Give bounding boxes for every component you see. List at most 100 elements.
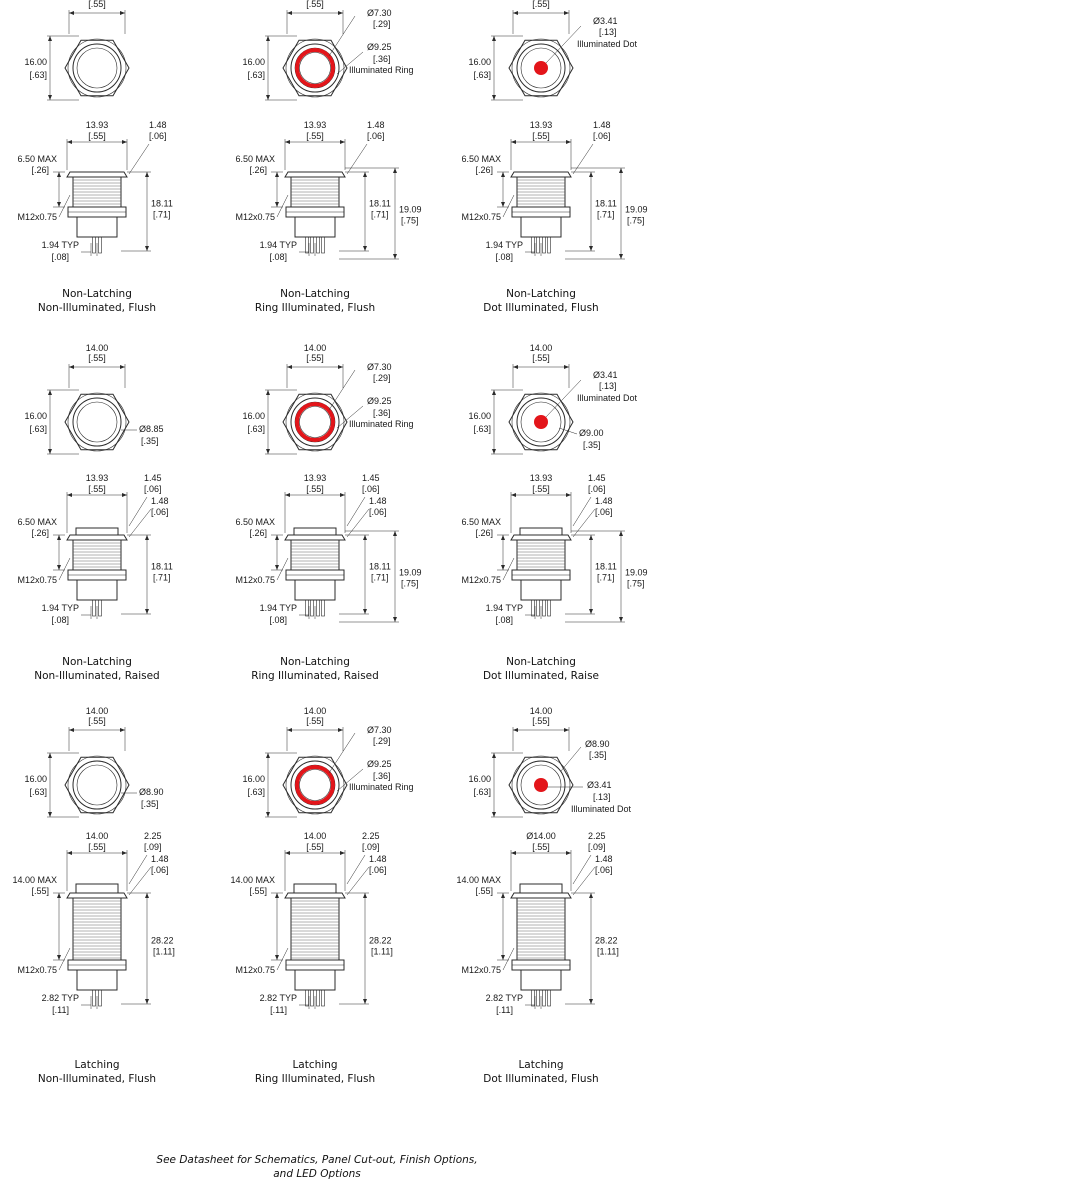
arrowhead xyxy=(67,851,72,855)
arrowhead xyxy=(145,999,149,1004)
side-view-2: 13.93[.55]1.48[.06]6.50 MAX[.26]M12x0.75… xyxy=(235,120,421,314)
hex-nut-outline xyxy=(508,39,574,97)
width-inch-label: [.55] xyxy=(88,353,106,363)
leader-line xyxy=(128,143,150,175)
top-view-5: [.55]14.0016.00[.63]Ø7.30[.29]Ø9.25[.36]… xyxy=(242,343,414,455)
max-label: 6.50 MAX xyxy=(235,154,275,164)
terminal-pin xyxy=(98,989,102,1007)
cap-label: 1.48 xyxy=(149,120,167,130)
diameter-label: Ø3.41 xyxy=(593,16,618,26)
cap-inch-label: [.06] xyxy=(593,131,611,141)
height-label: 18.11 xyxy=(595,199,617,209)
height-label: 18.11 xyxy=(369,562,391,572)
height2-label: 19.09 xyxy=(399,205,422,215)
height-label: 16.00 xyxy=(468,57,491,67)
hex-nut-outline xyxy=(282,39,348,97)
width-inch-label: [.55] xyxy=(306,0,324,9)
pin-inch-label: [.08] xyxy=(495,252,513,262)
width-inch-label: [.55] xyxy=(306,716,324,726)
arrowhead xyxy=(48,753,52,758)
switch-base xyxy=(294,216,336,238)
arrowhead xyxy=(57,955,61,960)
switch-base xyxy=(76,216,118,238)
height-inch-label: [1.11] xyxy=(371,947,393,957)
bezel-circle xyxy=(516,43,566,93)
raise-label: 1.45 xyxy=(588,473,606,483)
arrowhead xyxy=(48,812,52,817)
terminal-pin xyxy=(536,989,540,1007)
height2-inch-label: [.75] xyxy=(401,579,419,589)
terminal-pin xyxy=(305,236,309,254)
arrowhead xyxy=(145,893,149,898)
height-inch-label: [.71] xyxy=(153,573,171,583)
switch-base xyxy=(294,969,336,991)
caption-line-1: Latching xyxy=(74,1059,119,1071)
terminal-pin xyxy=(531,236,535,254)
side-view-9: Ø14.00[.55]2.25[.09]1.48[.06]14.00 MAX[.… xyxy=(456,831,618,1085)
cap-inch-label: [.06] xyxy=(369,507,387,517)
terminal-pin xyxy=(321,989,325,1007)
switch-base xyxy=(76,579,118,601)
bezel-outer-circle xyxy=(511,392,571,452)
width-inch-label: [.55] xyxy=(88,0,106,9)
arrowhead xyxy=(363,172,367,177)
terminal-pin xyxy=(547,236,551,254)
arrowhead xyxy=(120,11,125,15)
hex-nut-outline xyxy=(64,756,130,814)
arrowhead xyxy=(564,728,569,732)
raise-inch-label: [.09] xyxy=(588,842,606,852)
raise-inch-label: [.06] xyxy=(362,484,380,494)
actuator-cap xyxy=(293,527,337,536)
terminal-pin xyxy=(98,236,102,254)
max-inch-label: [.55] xyxy=(475,886,493,896)
top-view-8: [.55]14.0016.00[.63]Ø7.30[.29]Ø9.25[.36]… xyxy=(242,706,414,818)
cap-inch-label: [.06] xyxy=(149,131,167,141)
height-inch-label: [.71] xyxy=(153,210,171,220)
max-inch-label: [.26] xyxy=(249,528,267,538)
bezel-circle xyxy=(72,43,122,93)
leader-line xyxy=(328,15,356,57)
height-inch-label: [.63] xyxy=(247,424,265,434)
arrowhead xyxy=(589,999,593,1004)
width-inch-label: [.55] xyxy=(88,484,106,494)
leader-line xyxy=(346,143,368,175)
inner-button-circle xyxy=(299,769,331,801)
leader-line xyxy=(346,854,366,885)
max-inch-label: [.55] xyxy=(31,886,49,896)
width-inch-label: [.55] xyxy=(306,353,324,363)
arrowhead xyxy=(393,254,397,259)
arrowhead xyxy=(566,140,571,144)
height-inch-label: [.63] xyxy=(29,70,47,80)
raise-inch-label: [.06] xyxy=(588,484,606,494)
diameter-inch-label: [.35] xyxy=(141,436,159,446)
diameter-label: Ø9.25 xyxy=(367,42,392,52)
top-view-2: [.55]14.0016.00[.63]Ø7.30[.29]Ø9.25[.36]… xyxy=(242,0,414,101)
arrowhead xyxy=(589,535,593,540)
width-inch-label: [.55] xyxy=(532,716,550,726)
terminal-pin xyxy=(531,989,535,1007)
width-label: 13.93 xyxy=(304,473,327,483)
cap-inch-label: [.06] xyxy=(595,865,613,875)
cap-label: 1.48 xyxy=(367,120,385,130)
diameter-label: Ø9.25 xyxy=(367,759,392,769)
switch-base xyxy=(294,579,336,601)
pin-label: 1.94 TYP xyxy=(486,603,523,613)
terminal-pin xyxy=(536,599,540,617)
inner-button-circle xyxy=(299,52,331,84)
leader-line xyxy=(572,866,596,896)
arrowhead xyxy=(492,449,496,454)
arrowhead xyxy=(564,365,569,369)
thread-label: M12x0.75 xyxy=(461,212,501,222)
cap-inch-label: [.06] xyxy=(595,507,613,517)
leader-line xyxy=(336,405,364,429)
hex-nut-outline xyxy=(64,393,130,451)
arrowhead xyxy=(145,172,149,177)
arrowhead xyxy=(266,390,270,395)
arrowhead xyxy=(275,172,279,177)
button-circle xyxy=(520,47,562,89)
width-label: 13.93 xyxy=(530,473,553,483)
pin-inch-label: [.08] xyxy=(269,615,287,625)
side-view-1: 13.93[.55]1.48[.06]6.50 MAX[.26]M12x0.75… xyxy=(17,120,172,314)
